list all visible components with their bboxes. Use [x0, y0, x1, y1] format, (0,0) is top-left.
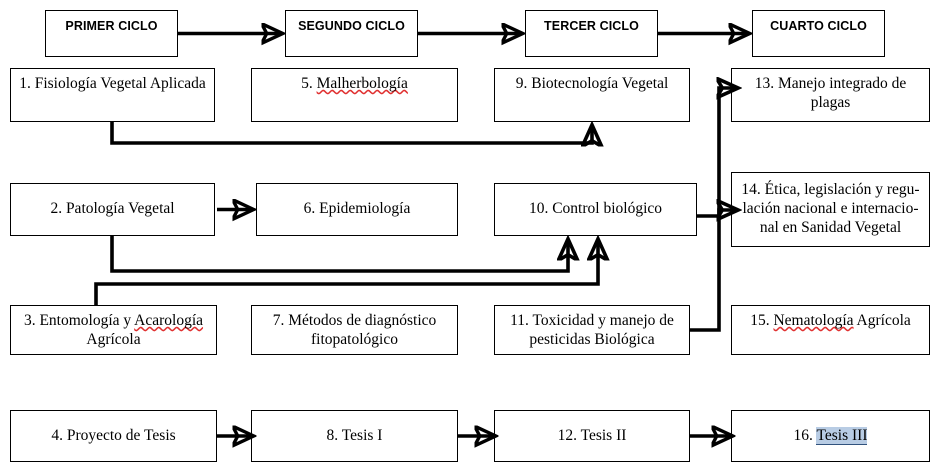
connector-3-to-10 — [94, 241, 598, 305]
cycle-header-label: TERCER CICLO — [544, 19, 639, 33]
course-box-13: 13. Manejo integrado de plagas — [731, 68, 930, 122]
course-label-9: 9. Biotecnología Vegetal — [515, 75, 669, 92]
course-box-6: 6. Epidemiología — [256, 183, 458, 236]
course-label-15: 15. Nematología Agrícola — [750, 312, 911, 329]
course-box-7: 7. Métodos de diagnóstico fitopatológico — [251, 305, 458, 355]
course-label-1: 1. Fisiología Vegetal Aplicada — [19, 75, 206, 92]
spellcheck-flag: Malherbología — [316, 75, 408, 92]
course-box-16: 16. Tesis III — [731, 410, 930, 462]
cycle-header-label: PRIMER CICLO — [65, 19, 158, 33]
spellcheck-flag: Acarología — [134, 312, 204, 329]
course-box-2: 2. Patología Vegetal — [10, 183, 215, 236]
course-box-11: 11. Toxicidad y manejo de pesticidas Bio… — [494, 305, 690, 355]
course-label-8: 8. Tesis I — [326, 426, 383, 444]
connector-1-to-9 — [110, 122, 592, 143]
cycle-header-label: SEGUNDO CICLO — [298, 19, 405, 33]
course-box-12: 12. Tesis II — [494, 410, 690, 462]
cycle-header-label: CUARTO CICLO — [770, 19, 867, 33]
course-box-4: 4. Proyecto de Tesis — [10, 410, 217, 462]
course-label-11: 11. Toxicidad y manejo de pesticidas Bio… — [510, 312, 674, 348]
course-box-1: 1. Fisiología Vegetal Aplicada — [10, 68, 215, 122]
grammarcheck-flag: Tesis III — [816, 426, 868, 445]
course-box-9: 9. Biotecnología Vegetal — [494, 68, 690, 122]
course-label-7: 7. Métodos de diagnóstico fitopatológico — [272, 312, 437, 348]
course-box-15: 15. Nematología Agrícola — [731, 305, 930, 355]
course-box-14: 14. Ética, legislación y regu- lación na… — [731, 172, 930, 247]
course-label-14: 14. Ética, legislación y regu- lación na… — [741, 181, 920, 236]
course-label-4: 4. Proyecto de Tesis — [51, 426, 176, 444]
course-label-5: 5. Malherbología — [301, 75, 408, 92]
spellcheck-flag: Nematología — [773, 312, 854, 329]
cycle-header-segundo: SEGUNDO CICLO — [285, 10, 418, 57]
cycle-header-cuarto: CUARTO CICLO — [752, 10, 885, 57]
course-box-10: 10. Control biológico — [494, 183, 697, 236]
cycle-header-tercer: TERCER CICLO — [525, 10, 658, 57]
cycle-header-primer: PRIMER CICLO — [45, 10, 178, 57]
course-box-5: 5. Malherbología — [251, 68, 458, 122]
course-label-6: 6. Epidemiología — [303, 200, 411, 218]
course-label-2: 2. Patología Vegetal — [50, 200, 175, 218]
course-label-10: 10. Control biológico — [528, 200, 663, 218]
course-label-12: 12. Tesis II — [557, 426, 627, 444]
course-label-13: 13. Manejo integrado de plagas — [754, 75, 907, 111]
course-label-16: 16. Tesis III — [793, 426, 868, 445]
course-box-8: 8. Tesis I — [251, 410, 458, 462]
connector-2-to-10 — [110, 236, 568, 273]
